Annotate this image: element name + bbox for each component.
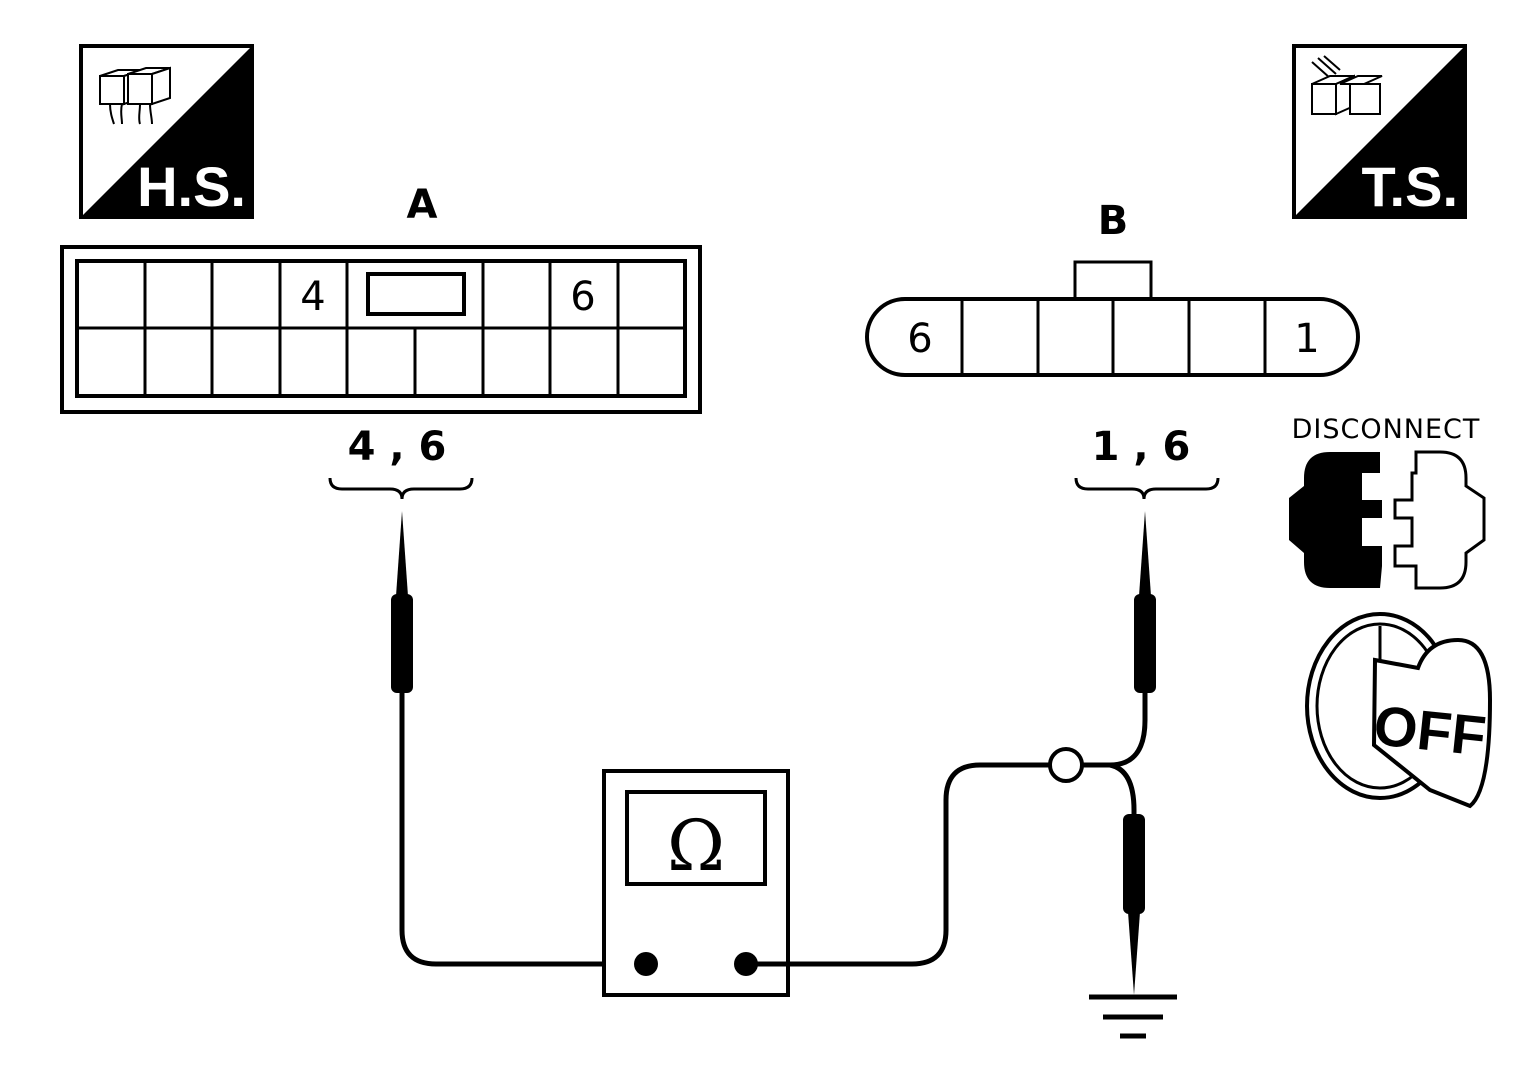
probe-a <box>391 511 413 693</box>
terminal-side-label: T.S. <box>1362 155 1458 218</box>
wire-junction-to-ground <box>1082 762 1137 820</box>
connector-a-terminals: 4 , 6 <box>348 424 447 470</box>
connector-a-pin-6: 6 <box>570 274 595 320</box>
connector-b-terminals: 1 , 6 <box>1092 424 1191 470</box>
connector-b-label: B <box>1098 198 1129 244</box>
wire-junction-to-b <box>1082 690 1148 768</box>
ground-symbol <box>1089 994 1177 1039</box>
disconnect-label: DISCONNECT <box>1292 414 1481 445</box>
probe-b <box>1134 511 1156 693</box>
harness-side-label: H.S. <box>137 155 246 218</box>
meter-terminal-positive <box>634 952 658 976</box>
disconnect-icon <box>1289 450 1486 590</box>
connector-a-label: A <box>407 182 438 228</box>
lead-wire-a <box>399 693 645 967</box>
harness-side-badge: H.S. <box>79 44 254 219</box>
connector-harness-icon <box>99 66 171 125</box>
ohm-symbol: Ω <box>667 805 725 887</box>
connector-b <box>865 260 1360 377</box>
connector-b-brace <box>1074 477 1220 500</box>
ohmmeter: Ω <box>602 769 790 997</box>
connector-a <box>60 245 702 414</box>
connector-a-brace <box>328 477 474 500</box>
connector-terminal-icon <box>1311 55 1383 116</box>
probe-ground <box>1123 814 1145 995</box>
ignition-off-label: OFF <box>1371 693 1489 767</box>
wire-junction <box>1048 747 1084 783</box>
connector-b-pin-1: 1 <box>1294 316 1319 362</box>
terminal-side-badge: T.S. <box>1292 44 1467 219</box>
connector-b-pin-6: 6 <box>907 316 932 362</box>
connector-a-pin-4: 4 <box>300 274 325 320</box>
lead-wire-b <box>746 762 1050 967</box>
ignition-off-icon: OFF <box>1305 612 1493 809</box>
